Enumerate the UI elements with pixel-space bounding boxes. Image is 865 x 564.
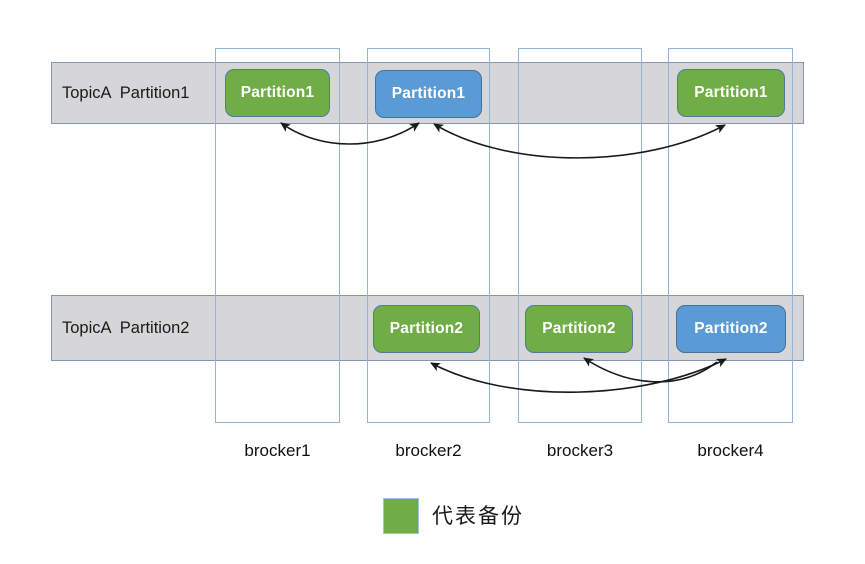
broker-label-1: brocker1 bbox=[244, 441, 311, 460]
broker-column-3 bbox=[518, 48, 642, 423]
partition-box-replica: Partition2 bbox=[525, 305, 633, 353]
broker-column-2 bbox=[367, 48, 490, 423]
partition-box-leader: Partition1 bbox=[375, 70, 482, 118]
partition-box-leader: Partition2 bbox=[676, 305, 786, 353]
partition-box-replica: Partition2 bbox=[373, 305, 480, 353]
partition-box-replica: Partition1 bbox=[677, 69, 785, 117]
topic-band-label: TopicA Partition1 bbox=[62, 83, 190, 102]
broker-label-3: brocker3 bbox=[546, 441, 614, 460]
broker-label-4: brocker4 bbox=[697, 441, 764, 460]
broker-column-1 bbox=[215, 48, 340, 423]
broker-label-2: brocker2 bbox=[395, 441, 462, 460]
legend-green-swatch bbox=[383, 498, 419, 534]
topic-band-label: TopicA Partition2 bbox=[62, 318, 190, 337]
legend: 代表备份 bbox=[383, 498, 524, 534]
legend-label: 代表备份 bbox=[432, 504, 524, 528]
broker-column-4 bbox=[668, 48, 793, 423]
partition-box-replica: Partition1 bbox=[225, 69, 330, 117]
